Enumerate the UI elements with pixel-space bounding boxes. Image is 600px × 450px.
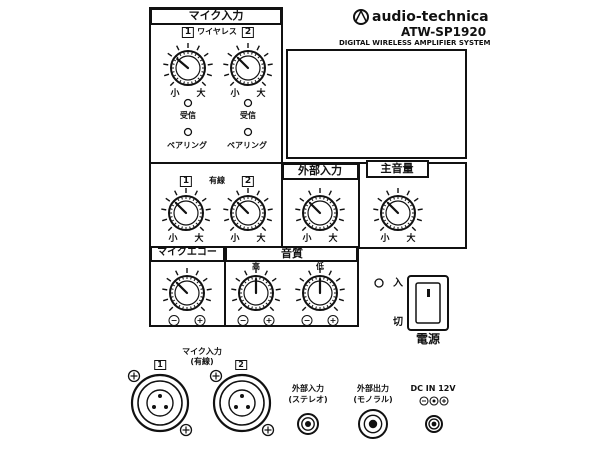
knob-min-label: 小 — [230, 89, 240, 99]
mic-input-header — [150, 8, 282, 25]
jack-2-badge: 2 — [235, 360, 247, 370]
bottom-mic-input-sub: (有線) — [190, 357, 214, 366]
external-input-jack[interactable] — [297, 413, 319, 435]
knob-max-label: 大 — [256, 234, 266, 244]
power-switch[interactable] — [407, 275, 449, 331]
receive-led-1 — [183, 98, 193, 108]
knob-minus-label: − — [168, 315, 180, 326]
mic-echo-header — [150, 246, 225, 262]
power-title: 電源 — [415, 332, 441, 346]
wireless-ch1-badge: 1 — [181, 27, 195, 38]
dc-in-jack[interactable] — [425, 415, 443, 433]
wireless-2-volume-knob[interactable] — [223, 43, 273, 87]
tone-header — [225, 246, 358, 262]
pairing-label-1: ペアリング — [167, 141, 207, 150]
tone-high-knob[interactable] — [231, 268, 281, 312]
wired-1-volume-knob[interactable] — [161, 188, 211, 232]
wired-ch1-badge: 1 — [179, 176, 193, 187]
master-volume-knob[interactable] — [373, 188, 423, 232]
power-on-label: 入 — [393, 278, 403, 289]
knob-max-label: 大 — [406, 234, 416, 244]
knob-min-label: 小 — [380, 234, 390, 244]
wired-ch2-badge: 2 — [241, 176, 255, 187]
ext-in-sub: (ステレオ) — [288, 395, 328, 404]
ext-in-label: 外部入力 — [292, 384, 324, 393]
mic-input-jack-1[interactable] — [130, 373, 190, 433]
pairing-led-1 — [183, 127, 193, 137]
master-volume-header — [366, 160, 429, 178]
pairing-led-2 — [243, 127, 253, 137]
power-led — [374, 278, 384, 288]
bottom-mic-input-title: マイク入力 — [182, 347, 222, 356]
knob-min-label: 小 — [170, 89, 180, 99]
pairing-label-2: ペアリング — [227, 141, 267, 150]
screw-icon — [261, 423, 275, 437]
mic-input-title: マイク入力 — [188, 9, 244, 22]
knob-max-label: 大 — [196, 89, 206, 99]
wired-2-volume-knob[interactable] — [223, 188, 273, 232]
brand-name: audio-technica — [372, 9, 489, 25]
screw-icon — [127, 369, 141, 383]
knob-plus-label: + — [194, 315, 206, 326]
power-off-label: 切 — [393, 317, 403, 328]
model-name: ATW-SP1920 — [401, 25, 487, 39]
mic-echo-knob[interactable] — [162, 268, 212, 312]
external-input-header — [282, 163, 359, 180]
knob-min-label: 小 — [302, 234, 312, 244]
wired-label: 有線 — [209, 176, 225, 185]
dc-in-label: DC IN 12V — [410, 384, 456, 393]
wireless-1-volume-knob[interactable] — [163, 43, 213, 87]
knob-minus-label: − — [237, 315, 249, 326]
dc-polarity-icon — [419, 396, 449, 406]
knob-max-label: 大 — [256, 89, 266, 99]
tone-high-label: 高 — [252, 262, 260, 271]
knob-max-label: 大 — [194, 234, 204, 244]
receive-label-1: 受信 — [180, 111, 196, 120]
mic-input-jack-2[interactable] — [212, 373, 272, 433]
knob-plus-label: + — [327, 315, 339, 326]
screw-icon — [209, 369, 223, 383]
mic-echo-title: マイクエコー — [157, 247, 217, 258]
knob-minus-label: − — [301, 315, 313, 326]
knob-plus-label: + — [263, 315, 275, 326]
ext-out-sub: (モノラル) — [353, 395, 393, 404]
system-subtitle: DIGITAL WIRELESS AMPLIFIER SYSTEM — [339, 39, 491, 47]
knob-min-label: 小 — [230, 234, 240, 244]
knob-max-label: 大 — [328, 234, 338, 244]
display-window — [286, 49, 467, 159]
ext-out-label: 外部出力 — [357, 384, 389, 393]
panel-outline — [149, 7, 467, 327]
receive-label-2: 受信 — [240, 111, 256, 120]
tone-low-knob[interactable] — [295, 268, 345, 312]
wireless-label: ワイヤレス — [197, 27, 237, 36]
external-input-title: 外部入力 — [298, 164, 342, 177]
tone-title: 音質 — [281, 247, 303, 260]
external-output-jack[interactable] — [358, 409, 388, 439]
master-volume-title: 主音量 — [380, 162, 414, 175]
jack-1-badge: 1 — [154, 360, 166, 370]
tone-low-label: 低 — [316, 262, 324, 271]
external-input-volume-knob[interactable] — [295, 188, 345, 232]
wireless-ch2-badge: 2 — [241, 27, 255, 38]
receive-led-2 — [243, 98, 253, 108]
knob-min-label: 小 — [168, 234, 178, 244]
screw-icon — [179, 423, 193, 437]
audio-technica-logo-icon — [353, 9, 369, 25]
